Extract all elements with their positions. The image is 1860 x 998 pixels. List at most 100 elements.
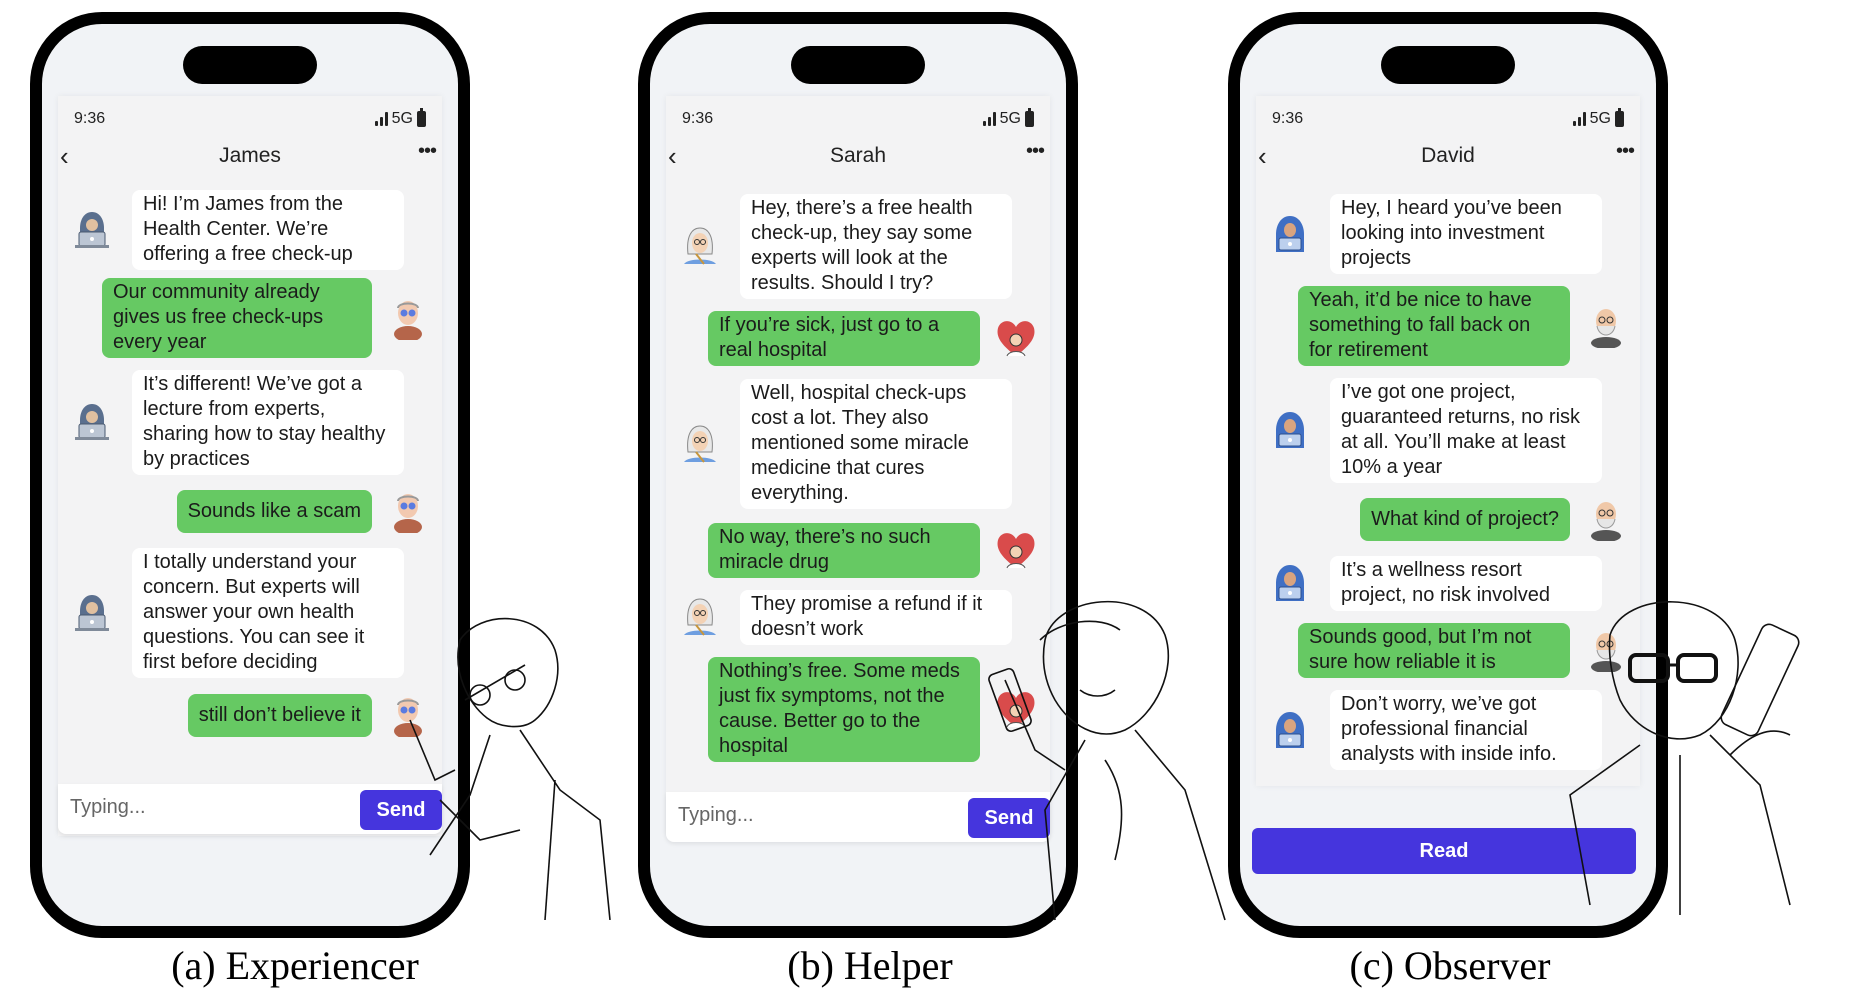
chat-header: ‹ Sarah ••• — [666, 140, 1050, 176]
contact-name: James — [219, 144, 281, 167]
send-button[interactable]: Send — [360, 790, 442, 830]
message-incoming: Hey, I heard you’ve been looking into in… — [1256, 194, 1640, 274]
message-incoming: It’s different! We’ve got a lecture from… — [58, 369, 442, 475]
network-label: 5G — [391, 110, 413, 127]
hacker-icon — [1268, 212, 1312, 256]
message-bubble: I totally understand your concern. But e… — [132, 548, 404, 678]
network-label: 5G — [1589, 110, 1611, 127]
heart-helper-icon — [994, 316, 1038, 360]
battery-icon — [1615, 108, 1624, 127]
message-incoming: I’ve got one project, guaranteed returns… — [1256, 377, 1640, 483]
elderly-woman-icon — [678, 422, 722, 466]
dynamic-island — [183, 46, 317, 84]
message-bubble: It’s different! We’ve got a lecture from… — [132, 369, 404, 475]
message-composer: Typing... Send — [666, 792, 1050, 842]
message-bubble: Sounds like a scam — [176, 489, 372, 533]
phone-experiencer: 9:36 5G ‹ James ••• Hi! I’m James from t… — [30, 12, 470, 938]
message-bubble: If you’re sick, just go to a real hospit… — [708, 310, 980, 366]
status-bar: 9:36 5G — [682, 108, 1034, 130]
message-incoming: It’s a wellness resort project, no risk … — [1256, 555, 1640, 611]
more-options-icon[interactable]: ••• — [1025, 140, 1045, 162]
message-list: Hey, there’s a free health check-up, the… — [666, 193, 1050, 776]
message-incoming: Hi! I’m James from the Health Center. We… — [58, 190, 442, 270]
message-bubble: Our community already gives us free chec… — [102, 278, 372, 358]
signal-icon — [1572, 112, 1586, 126]
chat-header: ‹ David ••• — [1256, 140, 1640, 176]
heart-helper-icon — [994, 528, 1038, 572]
back-chevron-icon[interactable]: ‹ — [1258, 141, 1267, 171]
contact-name: David — [1421, 144, 1475, 167]
send-button[interactable]: Send — [968, 798, 1050, 838]
message-bubble: No way, there’s no such miracle drug — [708, 522, 980, 578]
message-bubble: What kind of project? — [1360, 497, 1570, 541]
read-button[interactable]: Read — [1252, 828, 1636, 874]
message-outgoing: Sounds like a scam — [58, 488, 442, 535]
message-incoming: I totally understand your concern. But e… — [58, 548, 442, 678]
message-bubble: They promise a refund if it doesn’t work — [740, 589, 1012, 645]
message-bubble: Hi! I’m James from the Health Center. We… — [132, 190, 404, 270]
more-options-icon[interactable]: ••• — [417, 140, 437, 162]
message-bubble: Yeah, it’d be nice to have something to … — [1298, 286, 1570, 366]
message-outgoing: Nothing’s free. Some meds just fix sympt… — [666, 656, 1050, 762]
message-list: Hi! I’m James from the Health Center. We… — [58, 190, 442, 754]
message-outgoing: No way, there’s no such miracle drug — [666, 522, 1050, 578]
bearded-man-icon — [1584, 304, 1628, 349]
hacker-icon — [1268, 708, 1312, 752]
caption-observer: (c) Observer — [1349, 943, 1551, 988]
message-bubble: Hey, I heard you’ve been looking into in… — [1330, 194, 1602, 274]
hacker-icon — [1268, 408, 1312, 452]
signal-icon — [982, 112, 996, 126]
message-composer: Typing... Send — [58, 784, 442, 834]
back-chevron-icon[interactable]: ‹ — [668, 141, 677, 171]
hacker-icon — [70, 591, 114, 635]
chat-header: ‹ James ••• — [58, 140, 442, 176]
message-bubble: Don’t worry, we’ve got professional fina… — [1330, 690, 1602, 770]
message-bubble: It’s a wellness resort project, no risk … — [1330, 555, 1602, 611]
status-bar: 9:36 5G — [74, 108, 426, 130]
message-bubble: still don’t believe it — [187, 693, 372, 737]
hacker-icon — [70, 400, 114, 444]
chat-app: 9:36 5G ‹ Sarah ••• Hey, there’s a free … — [666, 96, 1050, 836]
phone-helper: 9:36 5G ‹ Sarah ••• Hey, there’s a free … — [638, 12, 1078, 938]
message-list: Hey, I heard you’ve been looking into in… — [1256, 194, 1640, 784]
dynamic-island — [791, 46, 925, 84]
elderly-man-icon — [386, 296, 430, 342]
dynamic-island — [1381, 46, 1515, 84]
message-outgoing: still don’t believe it — [58, 692, 442, 739]
status-time: 9:36 — [74, 110, 106, 127]
more-options-icon[interactable]: ••• — [1615, 140, 1635, 162]
bearded-man-icon — [1584, 497, 1628, 542]
message-input[interactable]: Typing... — [70, 796, 146, 818]
signal-icon — [374, 112, 388, 126]
message-outgoing: Yeah, it’d be nice to have something to … — [1256, 286, 1640, 366]
message-input[interactable]: Typing... — [678, 804, 754, 826]
message-outgoing: Our community already gives us free chec… — [58, 278, 442, 358]
hacker-icon — [70, 208, 114, 252]
message-bubble: Sounds good, but I’m not sure how reliab… — [1298, 622, 1570, 678]
chat-app: 9:36 5G ‹ David ••• Hey, I heard you’ve … — [1256, 96, 1640, 786]
caption-helper: (b) Helper — [787, 943, 953, 988]
elderly-woman-icon — [678, 595, 722, 639]
back-chevron-icon[interactable]: ‹ — [60, 141, 69, 171]
contact-name: Sarah — [829, 144, 887, 167]
message-incoming: Don’t worry, we’ve got professional fina… — [1256, 690, 1640, 770]
message-outgoing: Sounds good, but I’m not sure how reliab… — [1256, 622, 1640, 678]
status-time: 9:36 — [682, 110, 714, 127]
battery-icon — [417, 108, 426, 127]
chat-app: 9:36 5G ‹ James ••• Hi! I’m James from t… — [58, 96, 442, 836]
elderly-man-icon — [386, 489, 430, 535]
status-time: 9:36 — [1272, 110, 1304, 127]
network-label: 5G — [999, 110, 1021, 127]
message-bubble: Nothing’s free. Some meds just fix sympt… — [708, 656, 980, 762]
message-incoming: Hey, there’s a free health check-up, the… — [666, 193, 1050, 299]
elderly-woman-icon — [678, 224, 722, 268]
message-outgoing: What kind of project? — [1256, 496, 1640, 542]
message-bubble: Hey, there’s a free health check-up, the… — [740, 193, 1012, 299]
caption-experiencer: (a) Experiencer — [171, 943, 419, 988]
message-outgoing: If you’re sick, just go to a real hospit… — [666, 310, 1050, 366]
message-incoming: Well, hospital check-ups cost a lot. The… — [666, 379, 1050, 509]
status-bar: 9:36 5G — [1272, 108, 1624, 130]
hacker-icon — [1268, 561, 1312, 605]
message-bubble: I’ve got one project, guaranteed returns… — [1330, 377, 1602, 483]
elderly-man-icon — [386, 693, 430, 739]
